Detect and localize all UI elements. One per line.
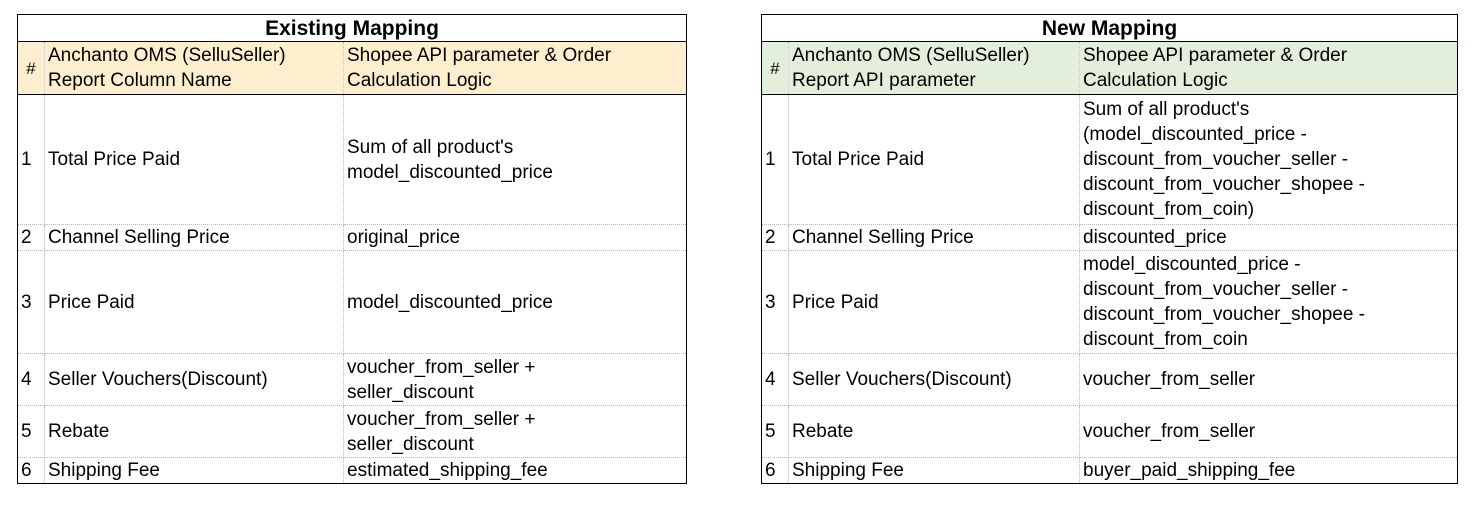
logic-line: original_price xyxy=(347,227,461,248)
calculation-logic: voucher_from_seller xyxy=(1078,353,1459,406)
row-number: 1 xyxy=(17,94,45,225)
row-number: 4 xyxy=(17,353,45,406)
report-field-name: Channel Selling Price xyxy=(44,224,344,251)
logic-line: Sum of all product's xyxy=(347,136,514,158)
logic-line: discount_from_coin) xyxy=(1083,199,1255,220)
row-number: 2 xyxy=(17,224,45,251)
logic-line: estimated_shipping_fee xyxy=(347,460,548,481)
logic-line: discount_from_coin xyxy=(1083,329,1248,350)
calculation-logic: original_price xyxy=(343,224,687,251)
logic-line: voucher_from_seller + xyxy=(347,408,536,430)
calculation-logic: buyer_paid_shipping_fee xyxy=(1078,457,1459,484)
report-field-name: Seller Vouchers(Discount) xyxy=(44,353,344,406)
header-logic-line2: Calculation Logic xyxy=(1083,70,1228,91)
row-number: 6 xyxy=(17,457,45,484)
logic-line: discount_from_voucher_seller - xyxy=(1083,279,1349,300)
calculation-logic: discounted_price xyxy=(1078,224,1459,251)
logic-line: seller_discount xyxy=(347,433,474,455)
header-oms-parameter: Anchanto OMS (SelluSeller) Report API par… xyxy=(788,41,1080,95)
header-logic-line2: Calculation Logic xyxy=(347,70,492,91)
header-logic-line1: Shopee API parameter & Order xyxy=(347,45,612,66)
logic-line: model_discounted_price xyxy=(347,291,553,313)
report-field-name: Total Price Paid xyxy=(44,94,344,225)
report-field-name: Seller Vouchers(Discount) xyxy=(788,353,1080,406)
header-logic-line1: Shopee API parameter & Order xyxy=(1083,45,1348,66)
calculation-logic: estimated_shipping_fee xyxy=(343,457,687,484)
calculation-logic: model_discounted_price xyxy=(343,250,687,354)
calculation-logic: voucher_from_seller xyxy=(1078,405,1459,458)
logic-line: discount_from_voucher_seller - xyxy=(1083,149,1349,170)
row-number: 1 xyxy=(761,94,789,225)
row-number: 6 xyxy=(761,457,789,484)
new-mapping-title: New Mapping xyxy=(760,14,1459,42)
header-oms-line1: Anchanto OMS (SelluSeller) xyxy=(792,45,1030,66)
existing-mapping-table: Existing Mapping # Anchanto OMS (SelluSe… xyxy=(17,14,687,484)
logic-line: discount_from_voucher_shopee - xyxy=(1083,174,1366,195)
report-field-name: Shipping Fee xyxy=(44,457,344,484)
logic-line: voucher_from_seller + xyxy=(347,356,536,378)
logic-line: model_discounted_price xyxy=(347,161,553,183)
header-oms-line2: Report Column Name xyxy=(48,70,232,91)
report-field-name: Price Paid xyxy=(788,250,1080,354)
report-field-name: Rebate xyxy=(44,405,344,458)
logic-line: (model_discounted_price - xyxy=(1083,124,1307,145)
calculation-logic: Sum of all product's model_discounted_pri… xyxy=(343,94,687,225)
row-number: 2 xyxy=(761,224,789,251)
logic-line: voucher_from_seller xyxy=(1083,421,1256,442)
existing-mapping-title: Existing Mapping xyxy=(17,14,687,42)
report-field-name: Shipping Fee xyxy=(788,457,1080,484)
report-field-name: Total Price Paid xyxy=(788,94,1080,225)
report-field-name: Channel Selling Price xyxy=(788,224,1080,251)
row-number: 5 xyxy=(17,405,45,458)
logic-line: model_discounted_price - xyxy=(1083,254,1301,275)
row-number: 4 xyxy=(761,353,789,406)
header-oms-line2: Report API parameter xyxy=(792,70,976,91)
row-number: 5 xyxy=(761,405,789,458)
logic-line: Sum of all product's xyxy=(1083,99,1250,120)
report-field-name: Price Paid xyxy=(44,250,344,354)
logic-line: discount_from_voucher_shopee - xyxy=(1083,304,1366,325)
new-mapping-table: New Mapping # Anchanto OMS (SelluSeller)… xyxy=(760,14,1459,484)
logic-line: discounted_price xyxy=(1083,227,1227,248)
header-oms-line1: Anchanto OMS (SelluSeller) xyxy=(48,45,286,66)
row-number: 3 xyxy=(761,250,789,354)
row-number: 3 xyxy=(17,250,45,354)
calculation-logic: model_discounted_price - discount_from_vo… xyxy=(1078,250,1459,354)
calculation-logic: voucher_from_seller + seller_discount xyxy=(343,405,687,458)
header-oms-column: Anchanto OMS (SelluSeller) Report Column … xyxy=(44,41,344,95)
logic-line: voucher_from_seller xyxy=(1083,369,1256,390)
logic-line: buyer_paid_shipping_fee xyxy=(1083,460,1296,481)
calculation-logic: voucher_from_seller + seller_discount xyxy=(343,353,687,406)
logic-line: seller_discount xyxy=(347,381,474,403)
header-number: # xyxy=(761,41,789,95)
calculation-logic: Sum of all product's (model_discounted_pr… xyxy=(1078,94,1459,225)
header-number: # xyxy=(17,41,45,95)
report-field-name: Rebate xyxy=(788,405,1080,458)
